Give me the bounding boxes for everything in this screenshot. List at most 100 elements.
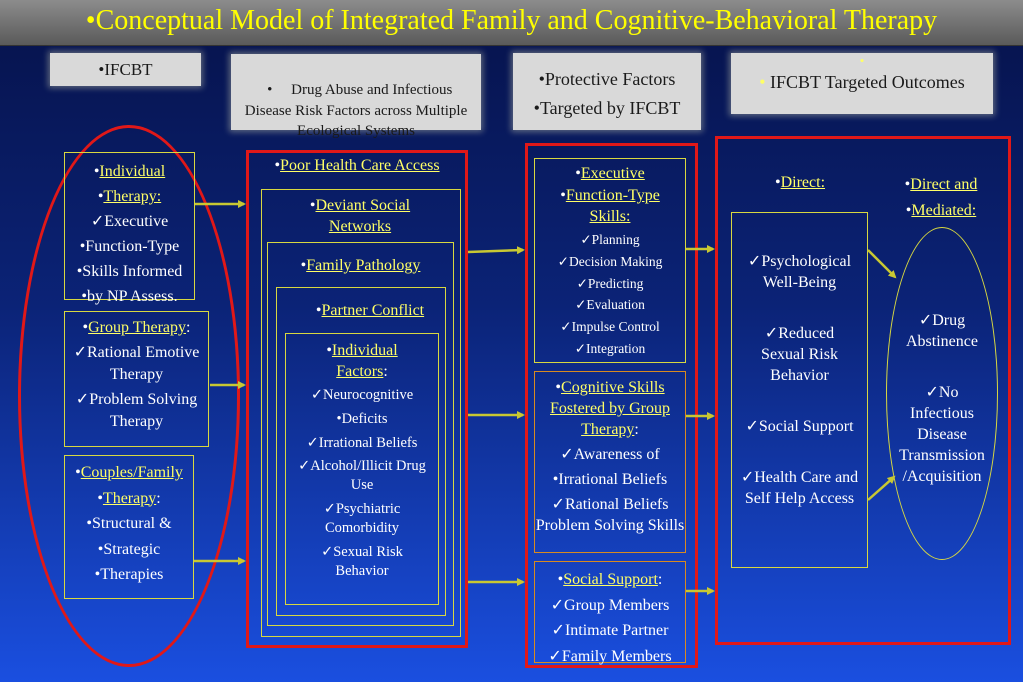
outcomes-outline xyxy=(715,136,1011,645)
family-pathology-label: •Family Pathology xyxy=(268,256,453,277)
couples-therapy-line: •Structural & xyxy=(86,515,172,532)
header-outcomes-bullet: • xyxy=(759,72,766,92)
direct-outcome-item: ✓Psychological Well-Being xyxy=(747,253,852,291)
individual-therapy-line: •Function-Type xyxy=(79,238,180,255)
header-risk-factors: • Drug Abuse and Infectious Disease Risk… xyxy=(231,54,481,139)
executive-title2: Function-Type Skills: xyxy=(565,187,660,225)
social-support-title: Social Support xyxy=(563,571,658,588)
health-care-access-label: •Poor Health Care Access xyxy=(249,156,465,177)
health-care-bullet: • xyxy=(274,157,281,174)
title-bar xyxy=(0,0,1023,46)
individual-factor-item: ✓Neurocognitive xyxy=(310,387,414,403)
couples-therapy-title2: Therapy xyxy=(102,489,157,507)
individual-therapy-box: •Individual •Therapy: ✓Executive •Functi… xyxy=(64,152,195,305)
executive-function-box: •Executive •Function-Type Skills: ✓Plann… xyxy=(534,158,686,363)
mediated-bullet2: • xyxy=(905,202,912,219)
arrow-risk-to-executive xyxy=(467,246,525,255)
mediated-outcomes-ellipse: ✓Drug Abstinence ✓No Infectious Disease … xyxy=(886,227,998,560)
cognitive-bullet: • xyxy=(555,379,562,396)
mediated-outcome-item: ✓Drug Abstinence xyxy=(906,312,978,350)
header-protective-line1: •Protective Factors xyxy=(538,69,676,89)
executive-skill-item: ✓Planning xyxy=(580,232,640,247)
direct-outcomes-box: ✓Psychological Well-Being ✓Reduced Sexua… xyxy=(731,212,868,568)
direct-outcome-item: ✓Social Support xyxy=(745,418,854,435)
social-support-box: •Social Support: ✓Group Members ✓Intimat… xyxy=(534,561,686,665)
social-support-colon: : xyxy=(657,571,663,588)
header-ifcbt-label: •IFCBT xyxy=(98,60,153,79)
individual-therapy-line: •by NP Assess. xyxy=(81,288,178,305)
risk-factors-outline xyxy=(246,150,468,648)
cognitive-skills-box: •Cognitive Skills Fostered by Group Ther… xyxy=(534,371,686,553)
individual-factor-item: ✓Psychiatric Comorbidity xyxy=(323,501,401,536)
slide-title: •Conceptual Model of Integrated Family a… xyxy=(85,5,938,36)
individual-therapy-title1: Individual xyxy=(99,163,166,180)
cognitive-skill-item: ✓Awareness of xyxy=(560,446,660,463)
direct-outcome-item: ✓Health Care and Self Help Access xyxy=(740,469,859,507)
individual-factors-bullet: • xyxy=(326,342,332,359)
group-therapy-title: Group Therapy xyxy=(88,319,187,336)
group-therapy-box: •Group Therapy: ✓Rational Emotive Therap… xyxy=(64,311,209,447)
group-therapy-bullet: • xyxy=(82,319,89,336)
header-protective-factors: •Protective Factors •Targeted by IFCBT xyxy=(513,53,701,130)
direct-outcome-item: ✓Reduced Sexual Risk Behavior xyxy=(761,325,838,384)
individual-therapy-line: ✓Executive xyxy=(90,213,169,230)
executive-skill-item: ✓Evaluation xyxy=(575,297,645,313)
individual-factors-title: Individual Factors xyxy=(331,342,398,380)
mediated-text1: Direct and xyxy=(910,176,978,193)
executive-title1: Executive xyxy=(580,165,645,182)
mediated-text2: Mediated: xyxy=(911,202,977,219)
couples-therapy-title1: Couples/Family xyxy=(80,464,183,481)
family-text: Family Pathology xyxy=(306,257,421,274)
social-support-bullet: • xyxy=(557,571,564,588)
header-outcomes: • • IFCBT Targeted Outcomes xyxy=(731,53,993,114)
protective-factors-outline xyxy=(525,143,698,668)
mediated-outcomes-label: •Direct and •Mediated: xyxy=(878,172,1004,224)
couples-therapy-bullet2: • xyxy=(97,489,103,507)
direct-text: Direct: xyxy=(780,174,826,191)
header-outcomes-dot-top: • xyxy=(859,53,865,68)
individual-factor-item: ✓Sexual Risk Behavior xyxy=(321,544,403,579)
header-risk-factors-label: • Drug Abuse and Infectious Disease Risk… xyxy=(244,82,471,139)
header-ifcbt: •IFCBT xyxy=(50,53,201,86)
social-support-item: ✓Family Members xyxy=(548,647,672,665)
mediated-bullet1: • xyxy=(904,176,911,193)
partner-bullet: • xyxy=(315,302,322,319)
individual-factor-item: •Deficits xyxy=(336,411,388,427)
individual-factor-item: ✓Alcohol/Illicit Drug Use xyxy=(298,458,426,493)
cognitive-title: Cognitive Skills Fostered by Group Thera… xyxy=(550,379,670,438)
cognitive-skill-item: •Irrational Beliefs xyxy=(552,471,668,488)
deviant-social-networks-frame xyxy=(261,189,461,637)
header-protective-line2: •Targeted by IFCBT xyxy=(533,98,681,118)
executive-skill-item: ✓Decision Making xyxy=(557,253,663,269)
couples-therapy-bullet1: • xyxy=(75,464,81,481)
direct-outcomes-label: •Direct: xyxy=(735,173,865,194)
individual-factor-item: ✓Irrational Beliefs xyxy=(306,435,418,451)
deviant-bullet: • xyxy=(309,197,316,214)
partner-conflict-label: •Partner Conflict xyxy=(277,301,445,322)
health-care-text: Poor Health Care Access xyxy=(280,157,440,174)
cognitive-skill-item: ✓Rational Beliefs Problem Solving Skills xyxy=(535,496,685,534)
couples-therapy-colon: : xyxy=(156,489,161,507)
couples-therapy-line: •Strategic xyxy=(97,540,161,558)
couples-family-therapy-box: •Couples/Family •Therapy: •Structural & … xyxy=(64,455,194,599)
group-therapy-line: ✓Problem Solving Therapy xyxy=(75,391,198,430)
couples-therapy-line: •Therapies xyxy=(94,566,164,583)
family-bullet: • xyxy=(300,257,307,274)
partner-conflict-frame xyxy=(276,287,446,616)
individual-factors-colon: : xyxy=(383,363,388,380)
individual-therapy-line: •Skills Informed xyxy=(76,263,183,280)
group-therapy-line: ✓Rational Emotive Therapy xyxy=(73,344,200,383)
executive-skill-item: ✓Predicting xyxy=(576,275,644,291)
executive-bullet2: • xyxy=(560,187,566,204)
header-outcomes-label: IFCBT Targeted Outcomes xyxy=(765,72,965,92)
social-support-item: ✓Group Members xyxy=(550,596,670,614)
arrow-direct-to-mediated-top xyxy=(867,249,897,279)
family-pathology-frame xyxy=(267,242,454,626)
executive-skill-item: ✓Impulse Control xyxy=(560,319,660,335)
cognitive-colon: : xyxy=(634,421,639,438)
social-support-item: ✓Intimate Partner xyxy=(551,622,669,639)
direct-bullet: • xyxy=(774,174,781,191)
executive-skill-item: ✓Integration xyxy=(574,340,646,356)
mediated-outcome-item: ✓No Infectious Disease Transmission /Acq… xyxy=(899,384,985,485)
